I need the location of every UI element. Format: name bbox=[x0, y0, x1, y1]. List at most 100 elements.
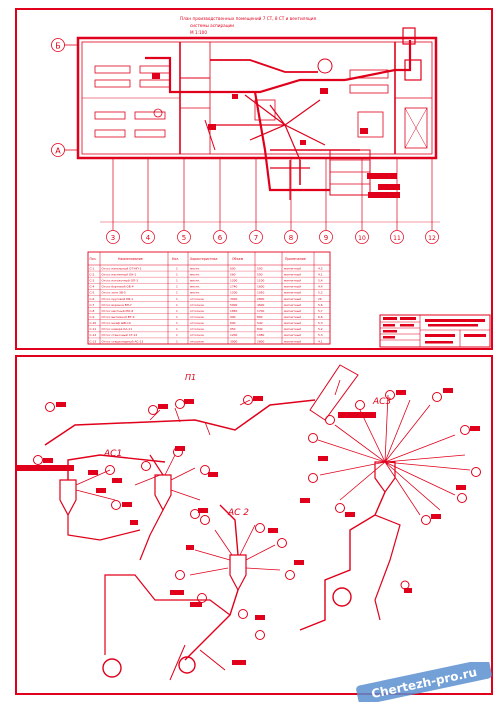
spec-cell: 5,3 bbox=[318, 333, 323, 337]
spec-cell: 4,1 bbox=[318, 339, 323, 343]
plan-title-line1: План производственных помещений 7 СТ, 8 … bbox=[180, 16, 316, 21]
spec-cell: 1 bbox=[176, 272, 178, 276]
spec-cell: С-11 bbox=[90, 327, 97, 331]
spec-cell: 4,1 bbox=[318, 272, 323, 276]
spec-header-volume: Объем bbox=[232, 257, 244, 261]
spec-cell: магнитный bbox=[284, 303, 301, 307]
spec-cell: 1 bbox=[176, 309, 178, 313]
spec-cell: местн. bbox=[190, 285, 200, 289]
spec-cell: 950 bbox=[230, 327, 236, 331]
spec-cell: 3000 bbox=[230, 297, 238, 301]
axis-row-label-b: Б bbox=[55, 42, 61, 51]
spec-cell: 500 bbox=[257, 266, 263, 270]
spec-cell: 1200 bbox=[230, 279, 238, 283]
title-block bbox=[379, 314, 491, 348]
axis-col-3: 3 bbox=[111, 234, 115, 242]
spec-cell: 560 bbox=[230, 272, 236, 276]
spec-cell: 1 bbox=[176, 285, 178, 289]
spec-cell: 600 bbox=[230, 266, 236, 270]
specification-table: Поз. Наименование Кол. Характеристика Об… bbox=[87, 251, 331, 345]
spec-cell: Отсос камера КА-11 bbox=[102, 327, 133, 331]
spec-header-pos: Поз. bbox=[90, 257, 97, 261]
spec-cell: 4,5 bbox=[318, 266, 323, 270]
spec-cell: Отсос стационарный АС-13 bbox=[102, 339, 144, 343]
spec-cell: С-10 bbox=[90, 321, 97, 325]
spec-cell: Отсос бортовой ОБ-4 bbox=[102, 285, 134, 289]
spec-cell: 1740 bbox=[230, 285, 238, 289]
spec-cell: 600 bbox=[230, 321, 236, 325]
spec-cell: 5,3 bbox=[318, 321, 323, 325]
spec-cell: 1600 bbox=[257, 285, 265, 289]
spec-cell: С-5 bbox=[90, 291, 95, 295]
spec-header-name: Наименование bbox=[118, 257, 143, 261]
axis-col-4: 4 bbox=[146, 234, 151, 242]
label-p1: П1 bbox=[185, 373, 196, 382]
spec-cell: отсосное bbox=[190, 303, 204, 307]
spec-cell: местн. bbox=[190, 272, 200, 276]
spec-cell: Отсос станочный СТ-12 bbox=[102, 333, 138, 337]
spec-cell: 1 bbox=[176, 291, 178, 295]
spec-cell: 2800 bbox=[257, 339, 265, 343]
axis-row-label-a: А bbox=[55, 147, 61, 156]
spec-cell: магнитный bbox=[284, 291, 301, 295]
plan-title-line3: М 1:100 bbox=[190, 30, 207, 35]
building-outline bbox=[76, 36, 438, 160]
spec-cell: отсосное bbox=[190, 339, 204, 343]
drawing-sheet-bottom bbox=[15, 355, 493, 695]
spec-cell: Отсос вытяжной ВТ-9 bbox=[102, 315, 135, 319]
spec-cell: 2800 bbox=[257, 297, 265, 301]
spec-cell: местн. bbox=[190, 291, 200, 295]
spec-cell: С-9 bbox=[90, 315, 95, 319]
spec-cell: 500 bbox=[257, 272, 263, 276]
spec-cell: магнитный bbox=[284, 297, 301, 301]
spec-cell: 5,6 bbox=[318, 303, 323, 307]
spec-cell: 840 bbox=[257, 327, 263, 331]
label-ac2: АС 2 bbox=[227, 508, 249, 518]
plan-tags bbox=[152, 73, 400, 198]
spec-cell: 1 bbox=[176, 303, 178, 307]
machines-right-room bbox=[254, 58, 389, 196]
spec-cell: магнитный bbox=[284, 321, 301, 325]
spec-cell: Отсос зонт ЗВ-5 bbox=[102, 291, 127, 295]
scheme-devices bbox=[33, 390, 481, 678]
spec-cell: С-2 bbox=[90, 272, 95, 276]
axis-col-11: 11 bbox=[393, 235, 401, 242]
spec-cell: магнитный bbox=[284, 315, 301, 319]
spec-cell: Отсос местный МО-8 bbox=[102, 309, 134, 313]
axis-col-9: 9 bbox=[324, 234, 328, 242]
spec-cell: 1080 bbox=[257, 333, 265, 337]
spec-cell: местн. bbox=[190, 279, 200, 283]
plan-title-line2: системы аспирации bbox=[190, 23, 234, 28]
spec-cell: 1050 bbox=[257, 291, 265, 295]
spec-cell: 1200 bbox=[230, 291, 238, 295]
spec-cell: магнитный bbox=[284, 327, 301, 331]
spec-cell: магнитный bbox=[284, 333, 301, 337]
spec-cell: С-3 bbox=[90, 279, 95, 283]
spec-cell: отсосное bbox=[190, 309, 204, 313]
spec-cell: магнитный bbox=[284, 266, 301, 270]
axis-col-8: 8 bbox=[289, 234, 293, 242]
spec-cell: магнитный bbox=[284, 272, 301, 276]
spec-cell: 4,4 bbox=[318, 285, 323, 289]
spec-cell: отсосное bbox=[190, 315, 204, 319]
axis-col-12: 12 bbox=[428, 235, 436, 242]
drawing-sheet-top bbox=[15, 8, 493, 350]
axis-col-7: 7 bbox=[254, 234, 258, 242]
spec-cell: С-6 bbox=[90, 297, 95, 301]
spec-cell: Отсос воронка ВН-7 bbox=[102, 303, 132, 307]
spec-cell: 5,2 bbox=[318, 291, 323, 295]
spec-cell: С-1 bbox=[90, 266, 95, 270]
spec-cell: 6,6 bbox=[318, 315, 323, 319]
spec-cell: С-4 bbox=[90, 285, 95, 289]
spec-cell: 5,4 bbox=[318, 279, 323, 283]
spec-header-qty: Кол. bbox=[172, 257, 179, 261]
